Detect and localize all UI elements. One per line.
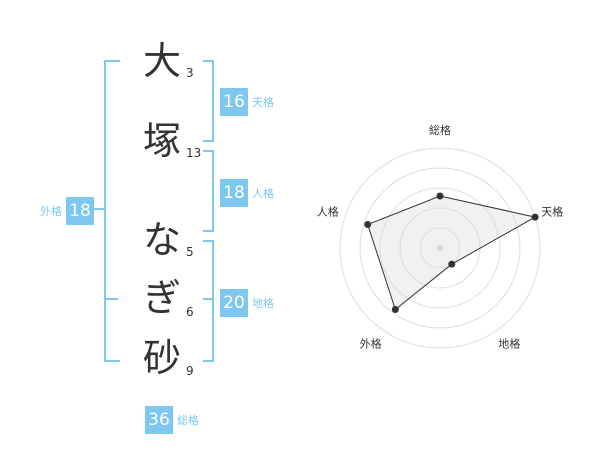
gaikaku-label: 外格	[40, 205, 62, 218]
chikaku-value: 20	[220, 289, 248, 317]
radar-axis-label-4: 外格	[360, 336, 382, 350]
name-char-2: 塚	[142, 119, 181, 163]
tenkaku-bracket	[203, 60, 214, 142]
chikaku-label: 地格	[252, 297, 274, 310]
gaikaku-value: 18	[66, 197, 94, 225]
radar-point-4	[391, 305, 399, 313]
radar-axis-label-2: 天格	[541, 205, 563, 219]
name-char-3: な	[142, 218, 181, 262]
stroke-count-3: 5	[186, 245, 194, 259]
gaikaku-bracket-divider	[104, 298, 118, 300]
stroke-count-1: 3	[186, 66, 194, 80]
soukaku-label: 総格	[177, 414, 199, 427]
tenkaku-value: 16	[220, 88, 248, 116]
name-char-5: 砂	[142, 336, 181, 380]
jinkaku-label: 人格	[252, 187, 274, 200]
chikaku-badge: 20 地格	[220, 289, 274, 317]
name-char-1: 大	[142, 39, 181, 83]
radar-axis-label-1: 総格	[429, 123, 451, 137]
name-char-4: ぎ	[142, 276, 181, 320]
radar-ring	[339, 147, 541, 349]
stroke-count-5: 9	[186, 364, 194, 378]
stroke-count-2: 13	[186, 146, 202, 160]
tenkaku-label: 天格	[252, 96, 274, 109]
radar-point-1	[436, 192, 444, 200]
radar-point-5	[364, 221, 372, 229]
radar-ring	[419, 227, 461, 269]
tenkaku-badge: 16 天格	[220, 88, 274, 116]
radar-series-area	[367, 195, 537, 311]
jinkaku-value: 18	[220, 179, 248, 207]
radar-center-dot	[437, 245, 443, 251]
radar-ring	[359, 167, 521, 329]
soukaku-value: 36	[145, 406, 173, 434]
gaikaku-badge: 外格 18	[40, 197, 94, 225]
stroke-count-4: 6	[186, 305, 194, 319]
gaikaku-bracket-connector	[90, 208, 104, 210]
radar-ring	[379, 187, 501, 309]
soukaku-badge: 36 総格	[145, 406, 199, 434]
chikaku-bracket-divider	[203, 298, 212, 300]
radar-axis-label-3: 地格	[498, 336, 520, 350]
radar-point-3	[448, 260, 456, 268]
radar-point-2	[531, 213, 539, 221]
radar-axis-label-5: 人格	[317, 205, 339, 219]
chikaku-bracket	[203, 240, 214, 362]
gaikaku-bracket	[104, 60, 120, 362]
jinkaku-badge: 18 人格	[220, 179, 274, 207]
jinkaku-bracket	[203, 150, 214, 232]
